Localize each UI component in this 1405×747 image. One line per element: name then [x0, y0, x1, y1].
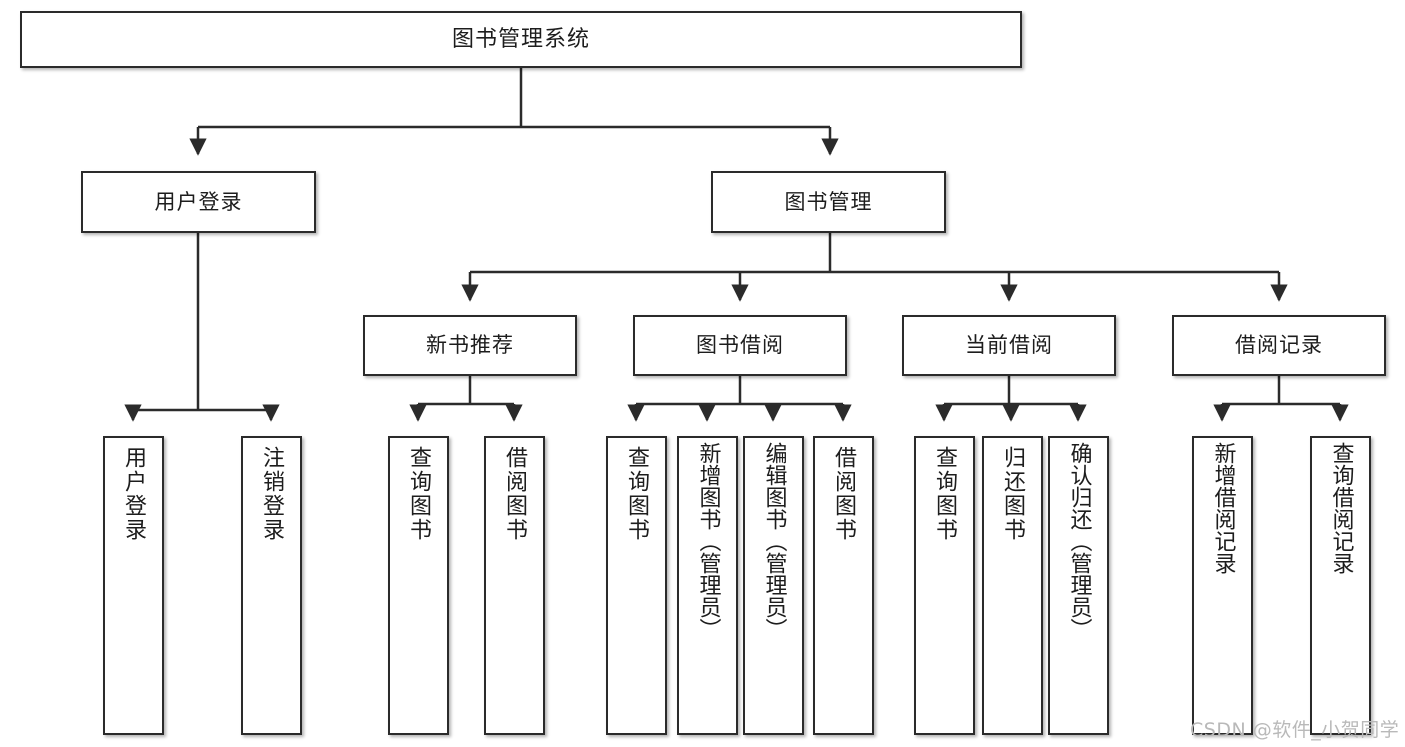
node-leaf-query-book-1[interactable]: 查询图书: [388, 436, 449, 735]
node-leaf-confirm-return-admin[interactable]: 确认归还（管理员）: [1048, 436, 1109, 735]
node-leaf-query-book-3[interactable]: 查询图书: [914, 436, 975, 735]
node-label-leaf-query-book-2: 查询图书: [624, 446, 650, 542]
node-label-leaf-return-book: 归还图书: [1000, 446, 1026, 542]
node-book-management-system[interactable]: 图书管理系统: [20, 11, 1022, 68]
node-book-borrow[interactable]: 图书借阅: [633, 315, 847, 376]
node-label-current-borrow: 当前借阅: [965, 333, 1053, 358]
node-label-borrow-record: 借阅记录: [1235, 333, 1323, 358]
node-leaf-query-borrow-record[interactable]: 查询借阅记录: [1310, 436, 1371, 735]
node-current-borrow[interactable]: 当前借阅: [902, 315, 1116, 376]
node-label-new-book-recommend: 新书推荐: [426, 333, 514, 358]
node-label-root: 图书管理系统: [451, 26, 590, 52]
node-leaf-query-book-2[interactable]: 查询图书: [606, 436, 667, 735]
node-label-leaf-borrow-book-1: 借阅图书: [502, 446, 528, 542]
node-label-leaf-query-book-1: 查询图书: [406, 446, 432, 542]
node-leaf-borrow-book-1[interactable]: 借阅图书: [484, 436, 545, 735]
node-leaf-add-borrow-record[interactable]: 新增借阅记录: [1192, 436, 1253, 735]
node-leaf-add-book-admin[interactable]: 新增图书（管理员）: [677, 436, 738, 735]
node-label-leaf-add-book-admin: 新增图书（管理员）: [695, 442, 721, 640]
node-label-leaf-user-login: 用户登录: [121, 446, 147, 542]
node-book-management[interactable]: 图书管理: [711, 171, 946, 233]
node-leaf-return-book[interactable]: 归还图书: [982, 436, 1043, 735]
node-leaf-borrow-book-2[interactable]: 借阅图书: [813, 436, 874, 735]
node-label-leaf-add-borrow-record: 新增借阅记录: [1210, 442, 1236, 574]
node-borrow-record[interactable]: 借阅记录: [1172, 315, 1386, 376]
csdn-watermark: CSDN @软件_小贺同学: [1190, 719, 1400, 741]
node-user-login[interactable]: 用户登录: [81, 171, 316, 233]
node-label-leaf-confirm-return-admin: 确认归还（管理员）: [1066, 442, 1092, 640]
node-new-book-recommend[interactable]: 新书推荐: [363, 315, 577, 376]
node-label-user-login: 用户登录: [154, 189, 243, 214]
node-label-leaf-query-book-3: 查询图书: [932, 446, 958, 542]
node-label-book-management: 图书管理: [784, 189, 873, 214]
node-label-leaf-logout-login: 注销登录: [259, 446, 285, 542]
node-label-leaf-borrow-book-2: 借阅图书: [831, 446, 857, 542]
node-label-book-borrow: 图书借阅: [696, 333, 784, 358]
node-label-leaf-edit-book-admin: 编辑图书（管理员）: [761, 442, 787, 640]
node-label-leaf-query-borrow-record: 查询借阅记录: [1328, 442, 1354, 574]
node-leaf-logout-login[interactable]: 注销登录: [241, 436, 302, 735]
node-leaf-edit-book-admin[interactable]: 编辑图书（管理员）: [743, 436, 804, 735]
node-leaf-user-login[interactable]: 用户登录: [103, 436, 164, 735]
